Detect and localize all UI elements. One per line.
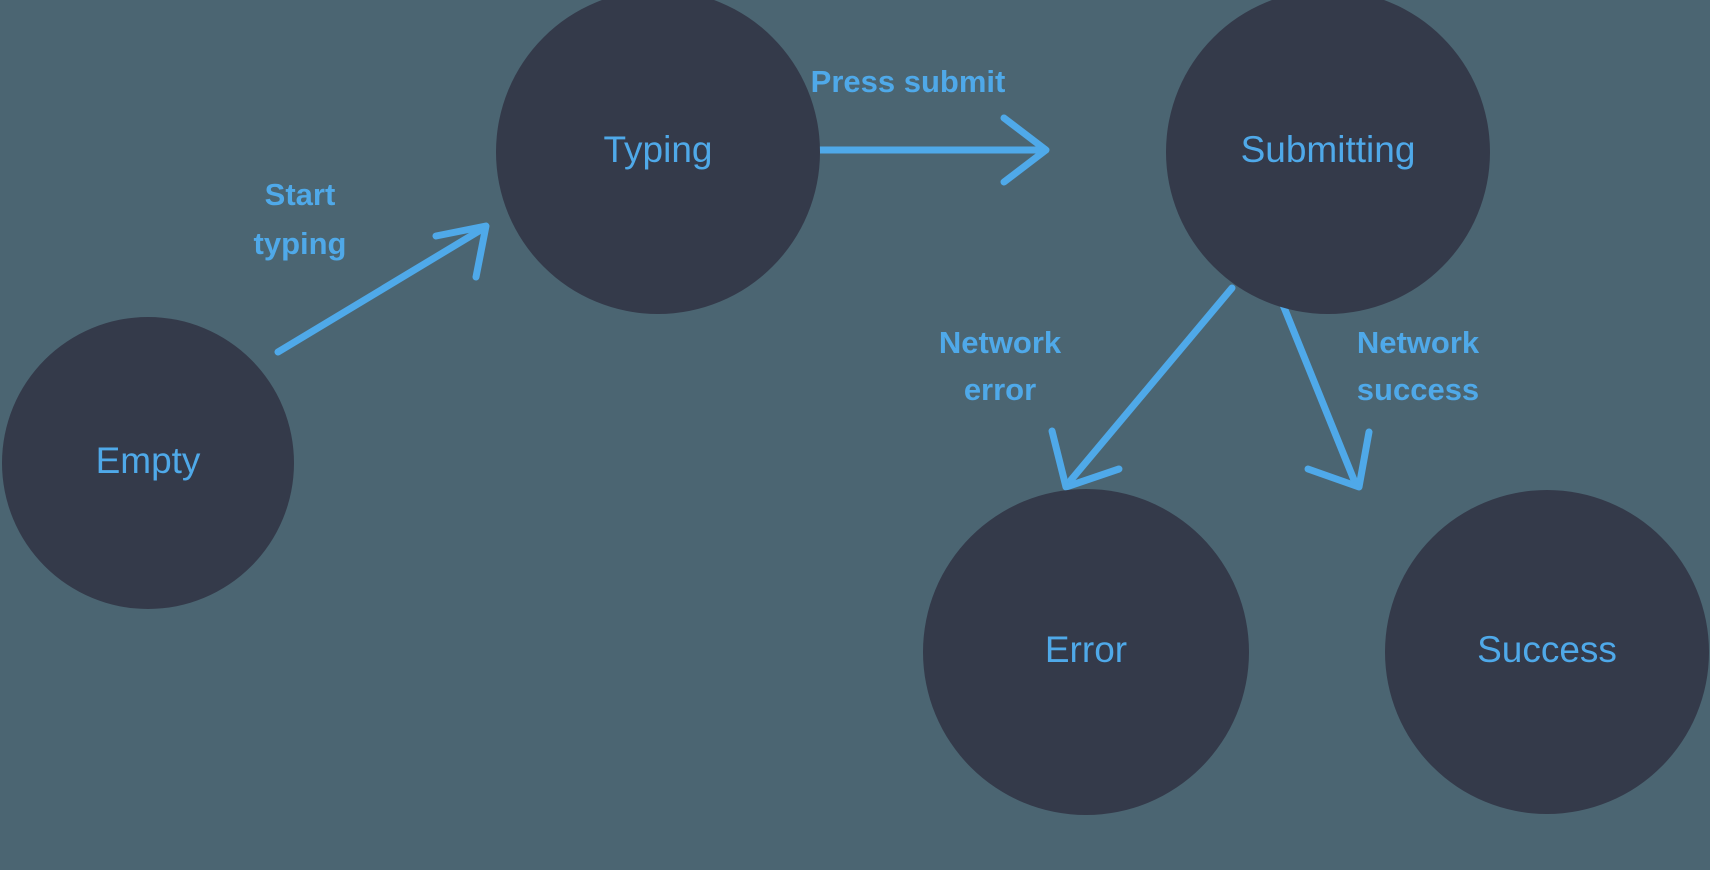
node-typing[interactable]: Typing [496, 0, 820, 314]
node-label: Submitting [1241, 129, 1416, 170]
node-shape[interactable] [1385, 490, 1709, 814]
node-success[interactable]: Success [1385, 490, 1709, 814]
node-label: Success [1477, 629, 1617, 670]
arrowhead-icon [1000, 114, 1050, 186]
node-shape[interactable] [1166, 0, 1490, 314]
arrowhead-icon [1304, 428, 1373, 491]
edge-label-line: typing [254, 226, 347, 261]
edge-label-submitting-to-error: Network error [939, 325, 1062, 407]
edge-submitting-to-success [1273, 286, 1373, 491]
node-shape[interactable] [496, 0, 820, 314]
edge-label-submitting-to-success: Network success [1357, 325, 1480, 407]
edge-line [274, 224, 488, 356]
node-empty[interactable]: Empty [2, 317, 294, 609]
node-shape[interactable] [923, 489, 1249, 815]
edge-label-line: Network [939, 325, 1062, 360]
edge-label-line: success [1357, 372, 1479, 407]
node-shape[interactable] [2, 317, 294, 609]
node-label: Typing [603, 129, 712, 170]
edge-line [1273, 286, 1358, 484]
edge-label-line: Press submit [811, 64, 1006, 99]
edge-submitting-to-error [1048, 284, 1236, 491]
edge-empty-to-typing [274, 222, 490, 356]
arrowhead-icon [1048, 427, 1123, 491]
edge-line [1067, 284, 1236, 484]
edge-label-typing-to-submitting: Press submit [811, 64, 1006, 99]
edge-label-line: error [964, 372, 1036, 407]
edge-label-line: Network [1357, 325, 1480, 360]
node-label: Error [1045, 629, 1127, 670]
edge-label-empty-to-typing: Start typing [254, 177, 347, 261]
arrowhead-icon [432, 222, 490, 281]
node-submitting[interactable]: Submitting [1166, 0, 1490, 314]
edge-label-line: Start [265, 177, 336, 212]
node-label: Empty [96, 440, 201, 481]
node-error[interactable]: Error [923, 489, 1249, 815]
